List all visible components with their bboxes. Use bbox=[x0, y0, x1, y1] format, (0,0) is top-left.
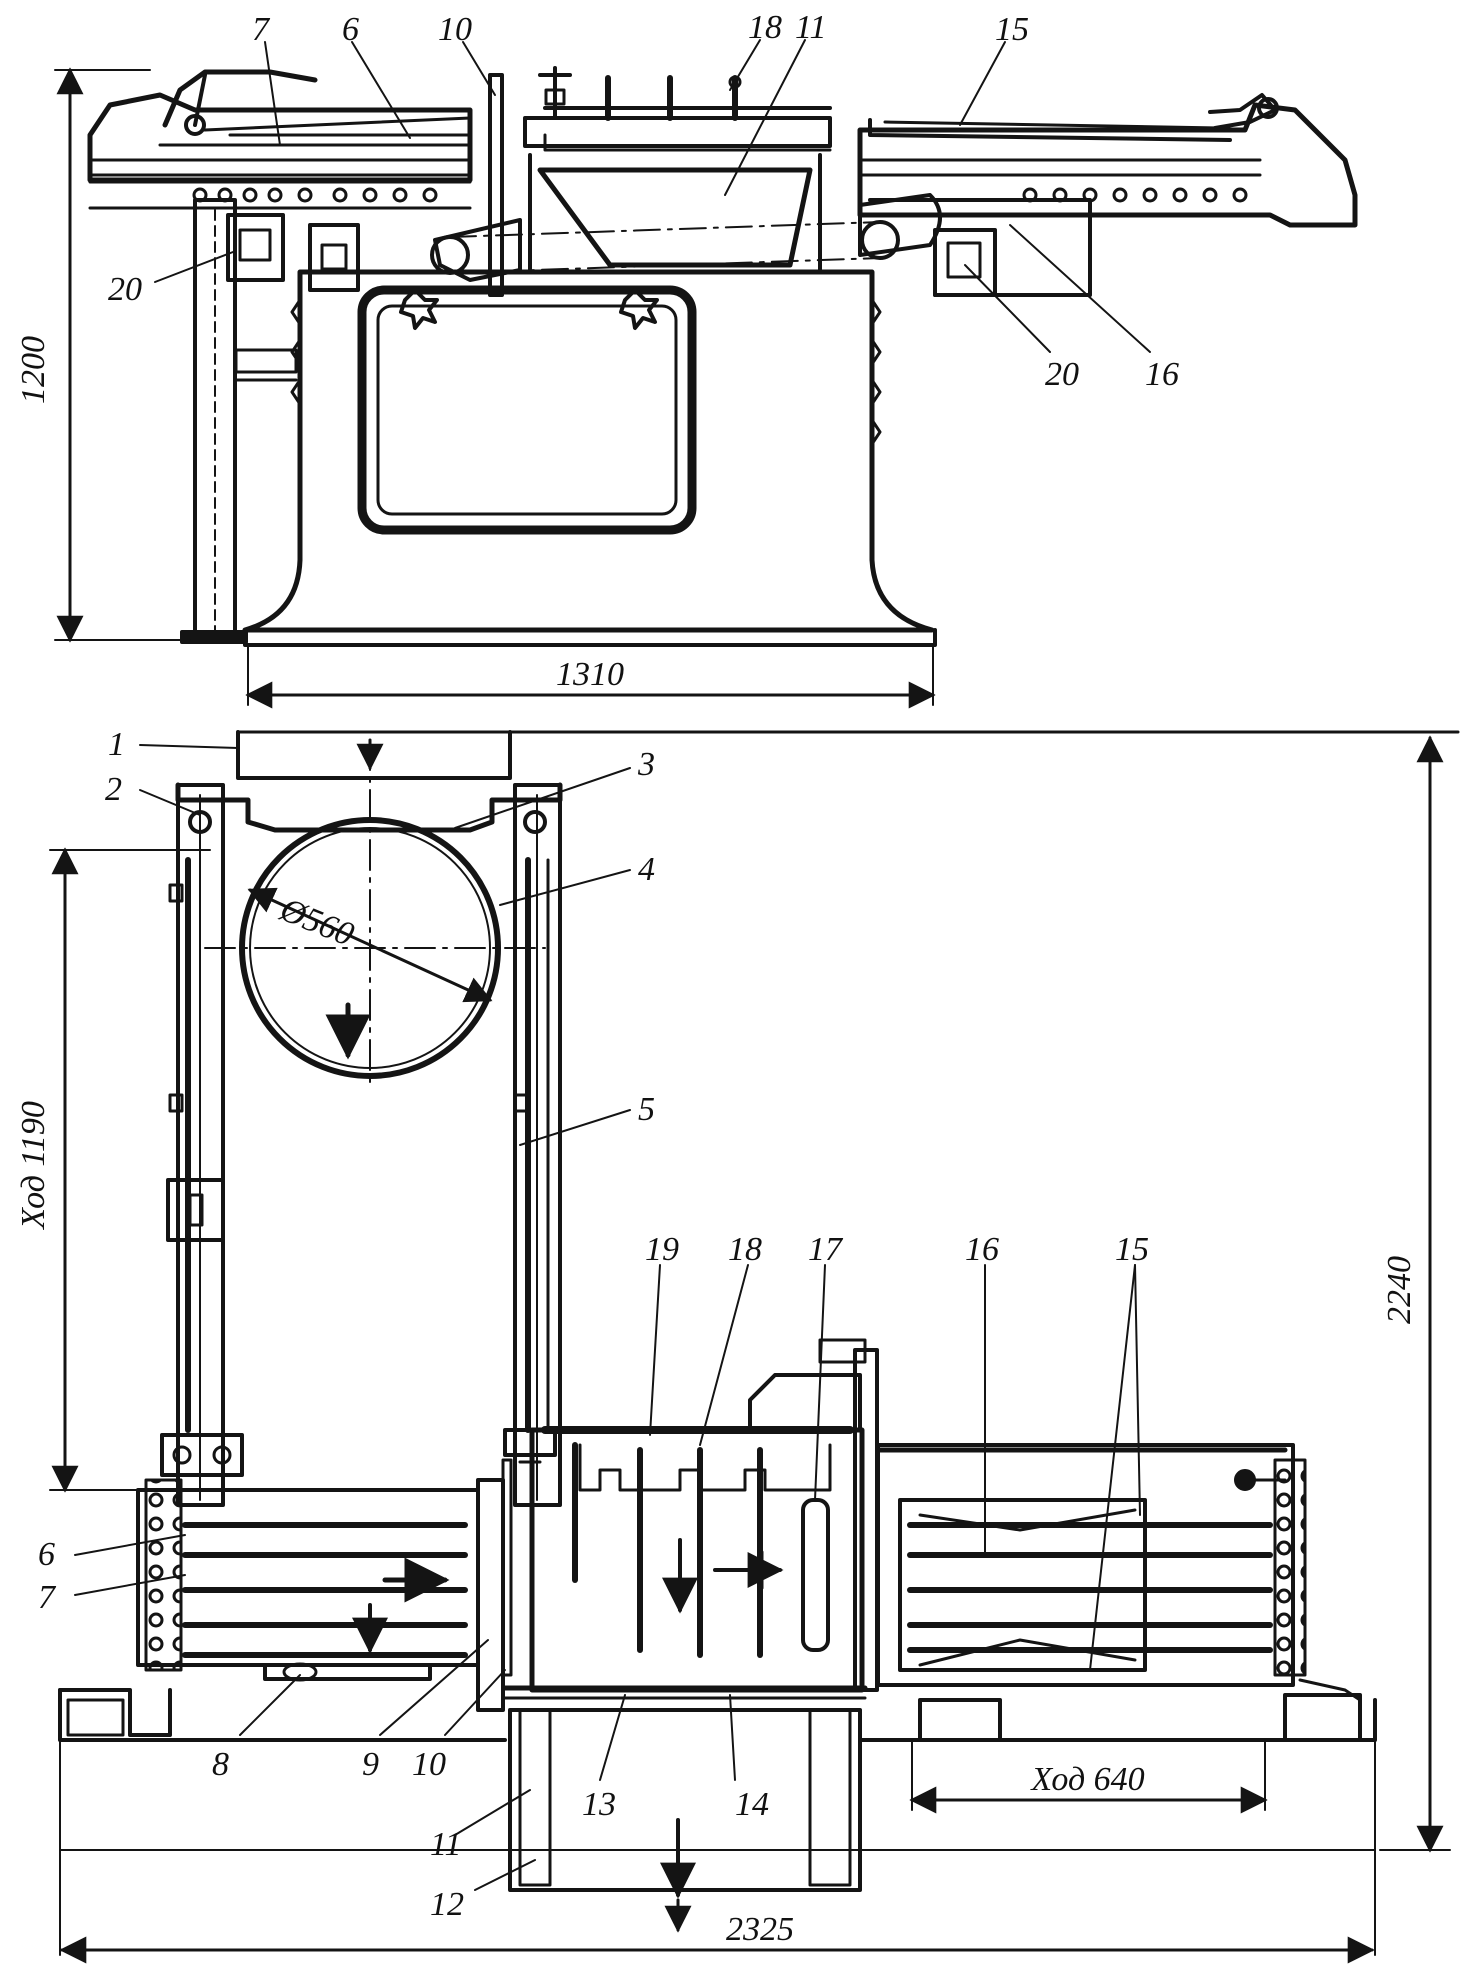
left-post bbox=[176, 783, 225, 1507]
callout-16: 16 bbox=[1145, 356, 1179, 393]
saw-blades-18 bbox=[572, 1442, 763, 1658]
door-knob-right-icon bbox=[619, 288, 659, 330]
overall-width-dimension: 2325 bbox=[726, 1911, 794, 1948]
bearing-box-20-left bbox=[226, 213, 285, 282]
clamp-screws-18 bbox=[538, 66, 742, 121]
callout-11: 11 bbox=[795, 9, 826, 46]
callout-15: 15 bbox=[995, 11, 1029, 48]
callout-19: 19 bbox=[645, 1231, 679, 1268]
callout-1: 1 bbox=[108, 726, 125, 763]
callout-7: 7 bbox=[252, 11, 271, 48]
hopper bbox=[537, 167, 813, 268]
feed-chute-1 bbox=[236, 730, 512, 780]
width-dimension: 1310 bbox=[556, 656, 624, 693]
right-post bbox=[513, 783, 562, 1507]
callout-15: 15 bbox=[1115, 1231, 1149, 1268]
callout-7: 7 bbox=[38, 1579, 57, 1616]
drive-pulley-left bbox=[433, 218, 522, 282]
callout-6: 6 bbox=[342, 11, 359, 48]
separator-10 bbox=[501, 1458, 513, 1677]
callout-3: 3 bbox=[637, 746, 655, 783]
right-table bbox=[857, 102, 1358, 228]
plan-view-labels: 1 2 3 4 5 19 18 17 16 15 6 7 8 9 10 11 1… bbox=[15, 726, 1418, 1948]
left-column-foot bbox=[180, 630, 248, 644]
bracket-16 bbox=[868, 198, 1092, 297]
side-view-labels: 7 6 10 18 11 15 20 20 16 1200 1310 bbox=[15, 9, 1179, 693]
left-table-rollers bbox=[192, 187, 438, 203]
callout-18: 18 bbox=[748, 9, 782, 46]
left-conveyor-bars bbox=[182, 1522, 468, 1658]
callout-12: 12 bbox=[430, 1886, 464, 1923]
slot-17 bbox=[801, 1498, 830, 1652]
callout-16: 16 bbox=[965, 1231, 999, 1268]
callout-2: 2 bbox=[105, 771, 122, 808]
callout-10: 10 bbox=[412, 1746, 446, 1783]
carriage-11 bbox=[523, 116, 832, 148]
horizontal-travel-dimension: Ход 640 bbox=[1029, 1761, 1144, 1798]
callout-14: 14 bbox=[735, 1786, 769, 1823]
callout-18: 18 bbox=[728, 1231, 762, 1268]
height-dimension: 1200 bbox=[15, 336, 52, 404]
guide-plate-10 bbox=[488, 73, 504, 297]
vertical-travel-dimension: Ход 1190 bbox=[15, 1101, 52, 1231]
callout-4: 4 bbox=[638, 851, 655, 888]
callout-11: 11 bbox=[430, 1826, 461, 1863]
callout-13: 13 bbox=[582, 1786, 616, 1823]
side-view bbox=[54, 39, 1358, 709]
push-rod-15 bbox=[868, 118, 1232, 142]
door-knob-left-icon bbox=[399, 288, 439, 330]
access-door bbox=[357, 285, 697, 535]
base-left bbox=[58, 1688, 507, 1742]
left-table bbox=[87, 92, 473, 183]
diameter-line bbox=[247, 887, 493, 1003]
callout-17: 17 bbox=[808, 1231, 844, 1268]
right-table-rollers bbox=[1022, 187, 1248, 203]
callout-20-right: 20 bbox=[1045, 356, 1079, 393]
discharge-12 bbox=[508, 1708, 862, 1892]
clamp-nut-2-icon bbox=[188, 810, 212, 834]
discharge-guide-11 bbox=[518, 1708, 552, 1887]
callout-10: 10 bbox=[438, 11, 472, 48]
carriage-16 bbox=[898, 1498, 1147, 1672]
bar-8 bbox=[263, 1663, 432, 1681]
clamp-head-3 bbox=[175, 782, 563, 833]
callout-6: 6 bbox=[38, 1536, 55, 1573]
callout-5: 5 bbox=[638, 1091, 655, 1128]
callout-8: 8 bbox=[212, 1746, 229, 1783]
central-housing bbox=[242, 269, 935, 633]
callout-20-left: 20 bbox=[108, 271, 142, 308]
drive-pulley-right bbox=[858, 193, 942, 257]
right-conveyor-bars bbox=[907, 1522, 1273, 1653]
plan-view bbox=[49, 730, 1460, 1964]
base-right bbox=[858, 1698, 1377, 1742]
callout-9: 9 bbox=[362, 1746, 379, 1783]
overall-height-dimension: 2240 bbox=[1381, 1256, 1418, 1324]
diameter-dimension: Ø560 bbox=[274, 891, 359, 954]
left-chain-7 bbox=[144, 1478, 183, 1672]
right-chain bbox=[1273, 1458, 1307, 1677]
